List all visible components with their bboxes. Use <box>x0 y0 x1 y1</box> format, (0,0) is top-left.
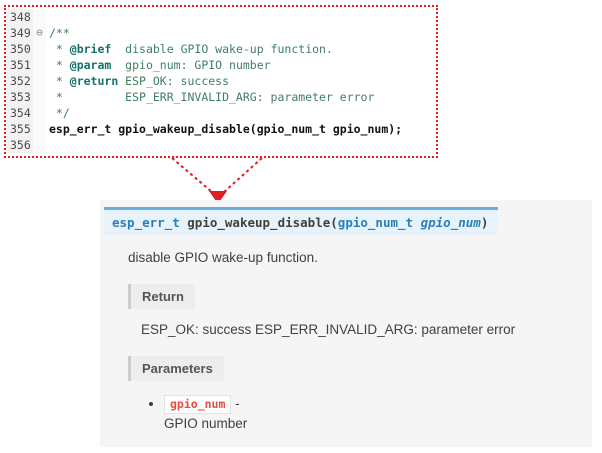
doxygen-tag: @return <box>69 74 119 88</box>
function-name: gpio_wakeup_disable <box>187 215 331 230</box>
code-text: * ESP_ERR_INVALID_ARG: parameter error <box>49 90 375 104</box>
doxygen-tag: @param <box>69 58 112 72</box>
return-section-text: ESP_OK: success ESP_ERR_INVALID_ARG: par… <box>141 322 516 337</box>
documentation-panel: esp_err_t gpio_wakeup_disable(gpio_num_t… <box>100 200 592 447</box>
close-paren: ) <box>480 215 489 230</box>
fold-column <box>33 73 46 89</box>
open-paren: ( <box>330 215 338 230</box>
function-declaration: esp_err_t gpio_wakeup_disable(gpio_num_t… <box>49 122 403 136</box>
code-line-356: 356 <box>6 137 436 153</box>
line-number: 355 <box>6 121 33 137</box>
code-line-355: 355 esp_err_t gpio_wakeup_disable(gpio_n… <box>6 121 436 137</box>
doxygen-tag: @brief <box>69 42 112 56</box>
parameter-name-chip: gpio_num <box>164 395 232 414</box>
code-line-348: 348 <box>6 9 436 25</box>
code-text <box>46 9 49 25</box>
line-number: 352 <box>6 73 33 89</box>
code-line-350: 350 * @brief disable GPIO wake-up functi… <box>6 41 436 57</box>
comment-text: disable GPIO wake-up function. <box>111 42 333 56</box>
fold-column <box>33 89 46 105</box>
parameter-separator: - <box>231 396 240 411</box>
comment-text: * <box>49 58 70 72</box>
line-number: 353 <box>6 89 33 105</box>
code-text <box>46 137 49 153</box>
code-line-351: 351 * @param gpio_num: GPIO number <box>6 57 436 73</box>
code-line-353: 353 * ESP_ERR_INVALID_ARG: parameter err… <box>6 89 436 105</box>
code-text: * @return ESP_OK: success <box>46 73 229 89</box>
code-line-349: 349 ⊖ /** <box>6 25 436 41</box>
comment-text: * <box>49 42 70 56</box>
function-description: disable GPIO wake-up function. <box>128 250 318 265</box>
code-text: /** <box>49 26 70 40</box>
fold-column <box>33 121 46 137</box>
code-line-354: 354 */ <box>6 105 436 121</box>
comment-text: gpio_num: GPIO number <box>111 58 271 72</box>
fold-collapse-icon[interactable]: ⊖ <box>33 25 46 41</box>
line-number: 350 <box>6 41 33 57</box>
line-number: 354 <box>6 105 33 121</box>
fold-column <box>33 105 46 121</box>
line-number: 356 <box>6 137 33 153</box>
code-text: * @param gpio_num: GPIO number <box>46 57 271 73</box>
line-number: 351 <box>6 57 33 73</box>
fold-column <box>33 41 46 57</box>
param-name: gpio_num <box>420 215 481 230</box>
code-line-352: 352 * @return ESP_OK: success <box>6 73 436 89</box>
parameters-section-header: Parameters <box>128 356 224 381</box>
fold-column <box>33 57 46 73</box>
comment-text: ESP_OK: success <box>118 74 230 88</box>
code-editor-snippet: 348 349 ⊖ /** 350 * @brief disable GPIO … <box>4 5 438 158</box>
parameters-list: gpio_num - GPIO number <box>128 395 582 431</box>
funnel-arrow-icon <box>171 157 263 204</box>
code-text: * @brief disable GPIO wake-up function. <box>46 41 333 57</box>
code-text: */ <box>49 106 70 120</box>
parameter-item: gpio_num - GPIO number <box>164 395 582 431</box>
comment-text: * <box>49 74 70 88</box>
line-number: 348 <box>6 9 33 25</box>
return-type-link[interactable]: esp_err_t <box>112 215 188 230</box>
line-number: 349 <box>6 25 33 41</box>
function-signature: esp_err_t gpio_wakeup_disable(gpio_num_t… <box>104 207 499 235</box>
param-type-link[interactable]: gpio_num_t <box>337 215 421 230</box>
parameter-description: GPIO number <box>164 416 248 431</box>
doc-body: disable GPIO wake-up function. Return ES… <box>128 250 582 431</box>
return-section-header: Return <box>128 284 195 309</box>
fold-column <box>33 137 46 153</box>
fold-column <box>33 9 46 25</box>
